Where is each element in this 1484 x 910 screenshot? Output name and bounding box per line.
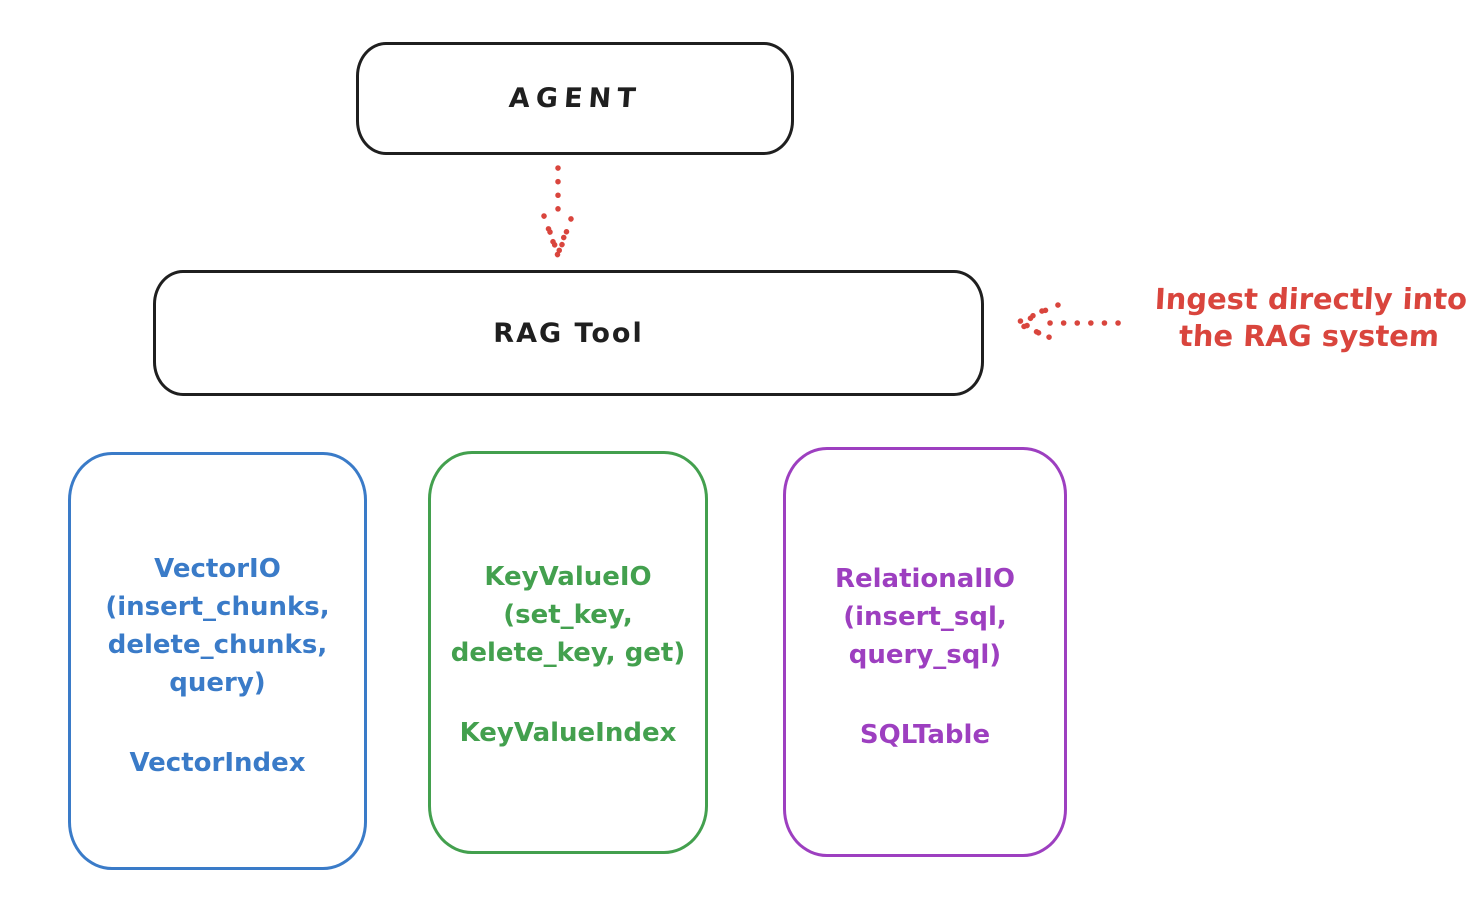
ingest-into-rag-arrow-icon <box>1009 302 1131 344</box>
ingest-annotation-line1: Ingest directly into <box>1154 282 1468 316</box>
keyvalue-index-label: KeyValueIndex <box>459 718 677 748</box>
ingest-annotation-line2: the RAG system <box>1178 319 1441 353</box>
vector-index-label: VectorIndex <box>129 748 306 778</box>
relational-io-title: RelationalIO <box>834 564 1016 594</box>
rag-tool-box: RAG Tool <box>153 270 984 396</box>
keyvalue-io-box: KeyValueIO (set_key, delete_key, get) Ke… <box>428 451 708 854</box>
agent-box: AGENT <box>356 42 794 155</box>
agent-to-rag-arrow-icon <box>541 165 575 265</box>
agent-label: AGENT <box>507 83 643 114</box>
relational-io-methods-line1: (insert_sql, <box>843 602 1007 632</box>
ingest-annotation: Ingest directly into the RAG system <box>1134 281 1484 355</box>
vector-io-title: VectorIO <box>154 554 281 584</box>
vector-io-methods-line3: query) <box>169 668 266 698</box>
keyvalue-io-title: KeyValueIO <box>484 562 652 592</box>
vector-io-methods-line1: (insert_chunks, <box>105 592 330 622</box>
vector-io-methods-line2: delete_chunks, <box>107 630 328 660</box>
rag-tool-label: RAG Tool <box>493 317 644 349</box>
relational-io-box: RelationalIO (insert_sql, query_sql) SQL… <box>783 447 1067 857</box>
keyvalue-io-methods-line1: (set_key, <box>503 600 633 630</box>
keyvalue-io-methods-line2: delete_key, get) <box>450 638 686 668</box>
vector-io-box: VectorIO (insert_chunks, delete_chunks, … <box>68 452 367 870</box>
relational-io-methods-line2: query_sql) <box>848 640 1002 670</box>
sql-table-label: SQLTable <box>859 720 991 750</box>
